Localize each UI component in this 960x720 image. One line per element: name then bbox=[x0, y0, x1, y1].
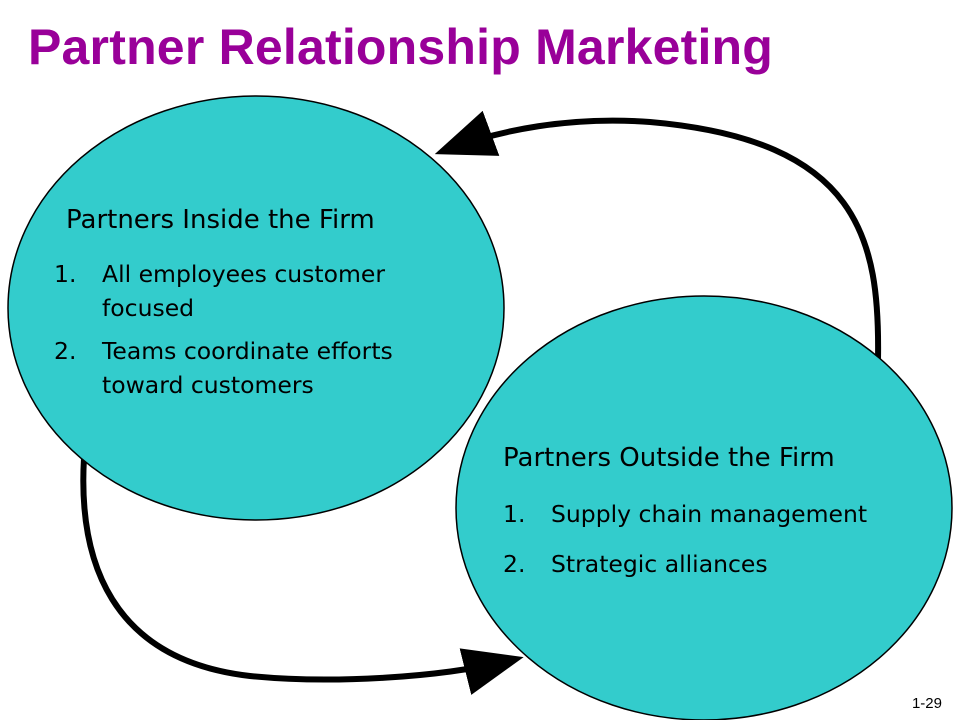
outside-firm-heading: Partners Outside the Firm bbox=[503, 443, 835, 473]
top-feedback-arrow bbox=[434, 110, 882, 363]
list-item: 1. All employees customer focused bbox=[54, 260, 385, 322]
inside-firm-oval bbox=[7, 95, 505, 521]
bottom-flow-arrow bbox=[80, 455, 524, 695]
list-item: 2. Strategic alliances bbox=[503, 550, 768, 578]
inside-firm-content: Partners Inside the Firm 1. All employee… bbox=[54, 205, 474, 402]
inside-firm-heading: Partners Inside the Firm bbox=[66, 205, 375, 235]
inside-firm-list: 1. All employees customer focused 2. Tea… bbox=[54, 257, 474, 402]
slide-number: 1-29 bbox=[911, 695, 942, 712]
outside-firm-oval bbox=[455, 295, 953, 720]
list-item: 1. Supply chain management bbox=[503, 500, 868, 528]
outside-firm-content: Partners Outside the Firm 1. Supply chai… bbox=[503, 443, 943, 581]
list-item: 2. Teams coordinate efforts toward custo… bbox=[54, 337, 393, 399]
outside-firm-list: 1. Supply chain management 2. Strategic … bbox=[503, 497, 943, 581]
slide-title: Partner Relationship Marketing bbox=[28, 19, 774, 75]
